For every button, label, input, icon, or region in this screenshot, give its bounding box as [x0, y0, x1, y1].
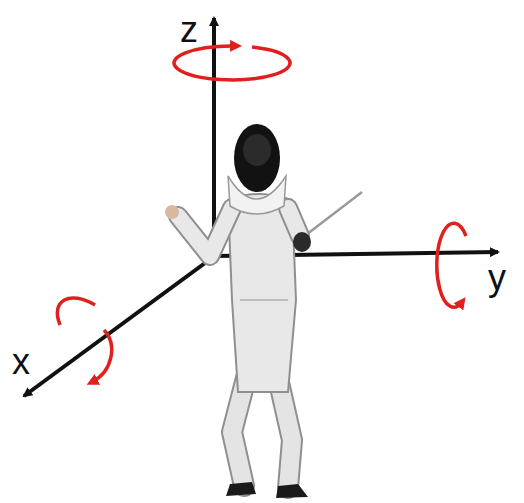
sword — [302, 192, 362, 238]
y-rotation-arrow — [437, 223, 466, 307]
axis-label: x — [12, 344, 30, 380]
z-rotation-arrow — [174, 46, 290, 80]
x-rotation-arrow — [57, 298, 111, 382]
axis-label: z — [180, 12, 198, 48]
axes — [24, 18, 498, 396]
fencer-figure — [165, 124, 362, 498]
axis-label: y — [488, 260, 506, 296]
x-axis — [24, 255, 216, 396]
